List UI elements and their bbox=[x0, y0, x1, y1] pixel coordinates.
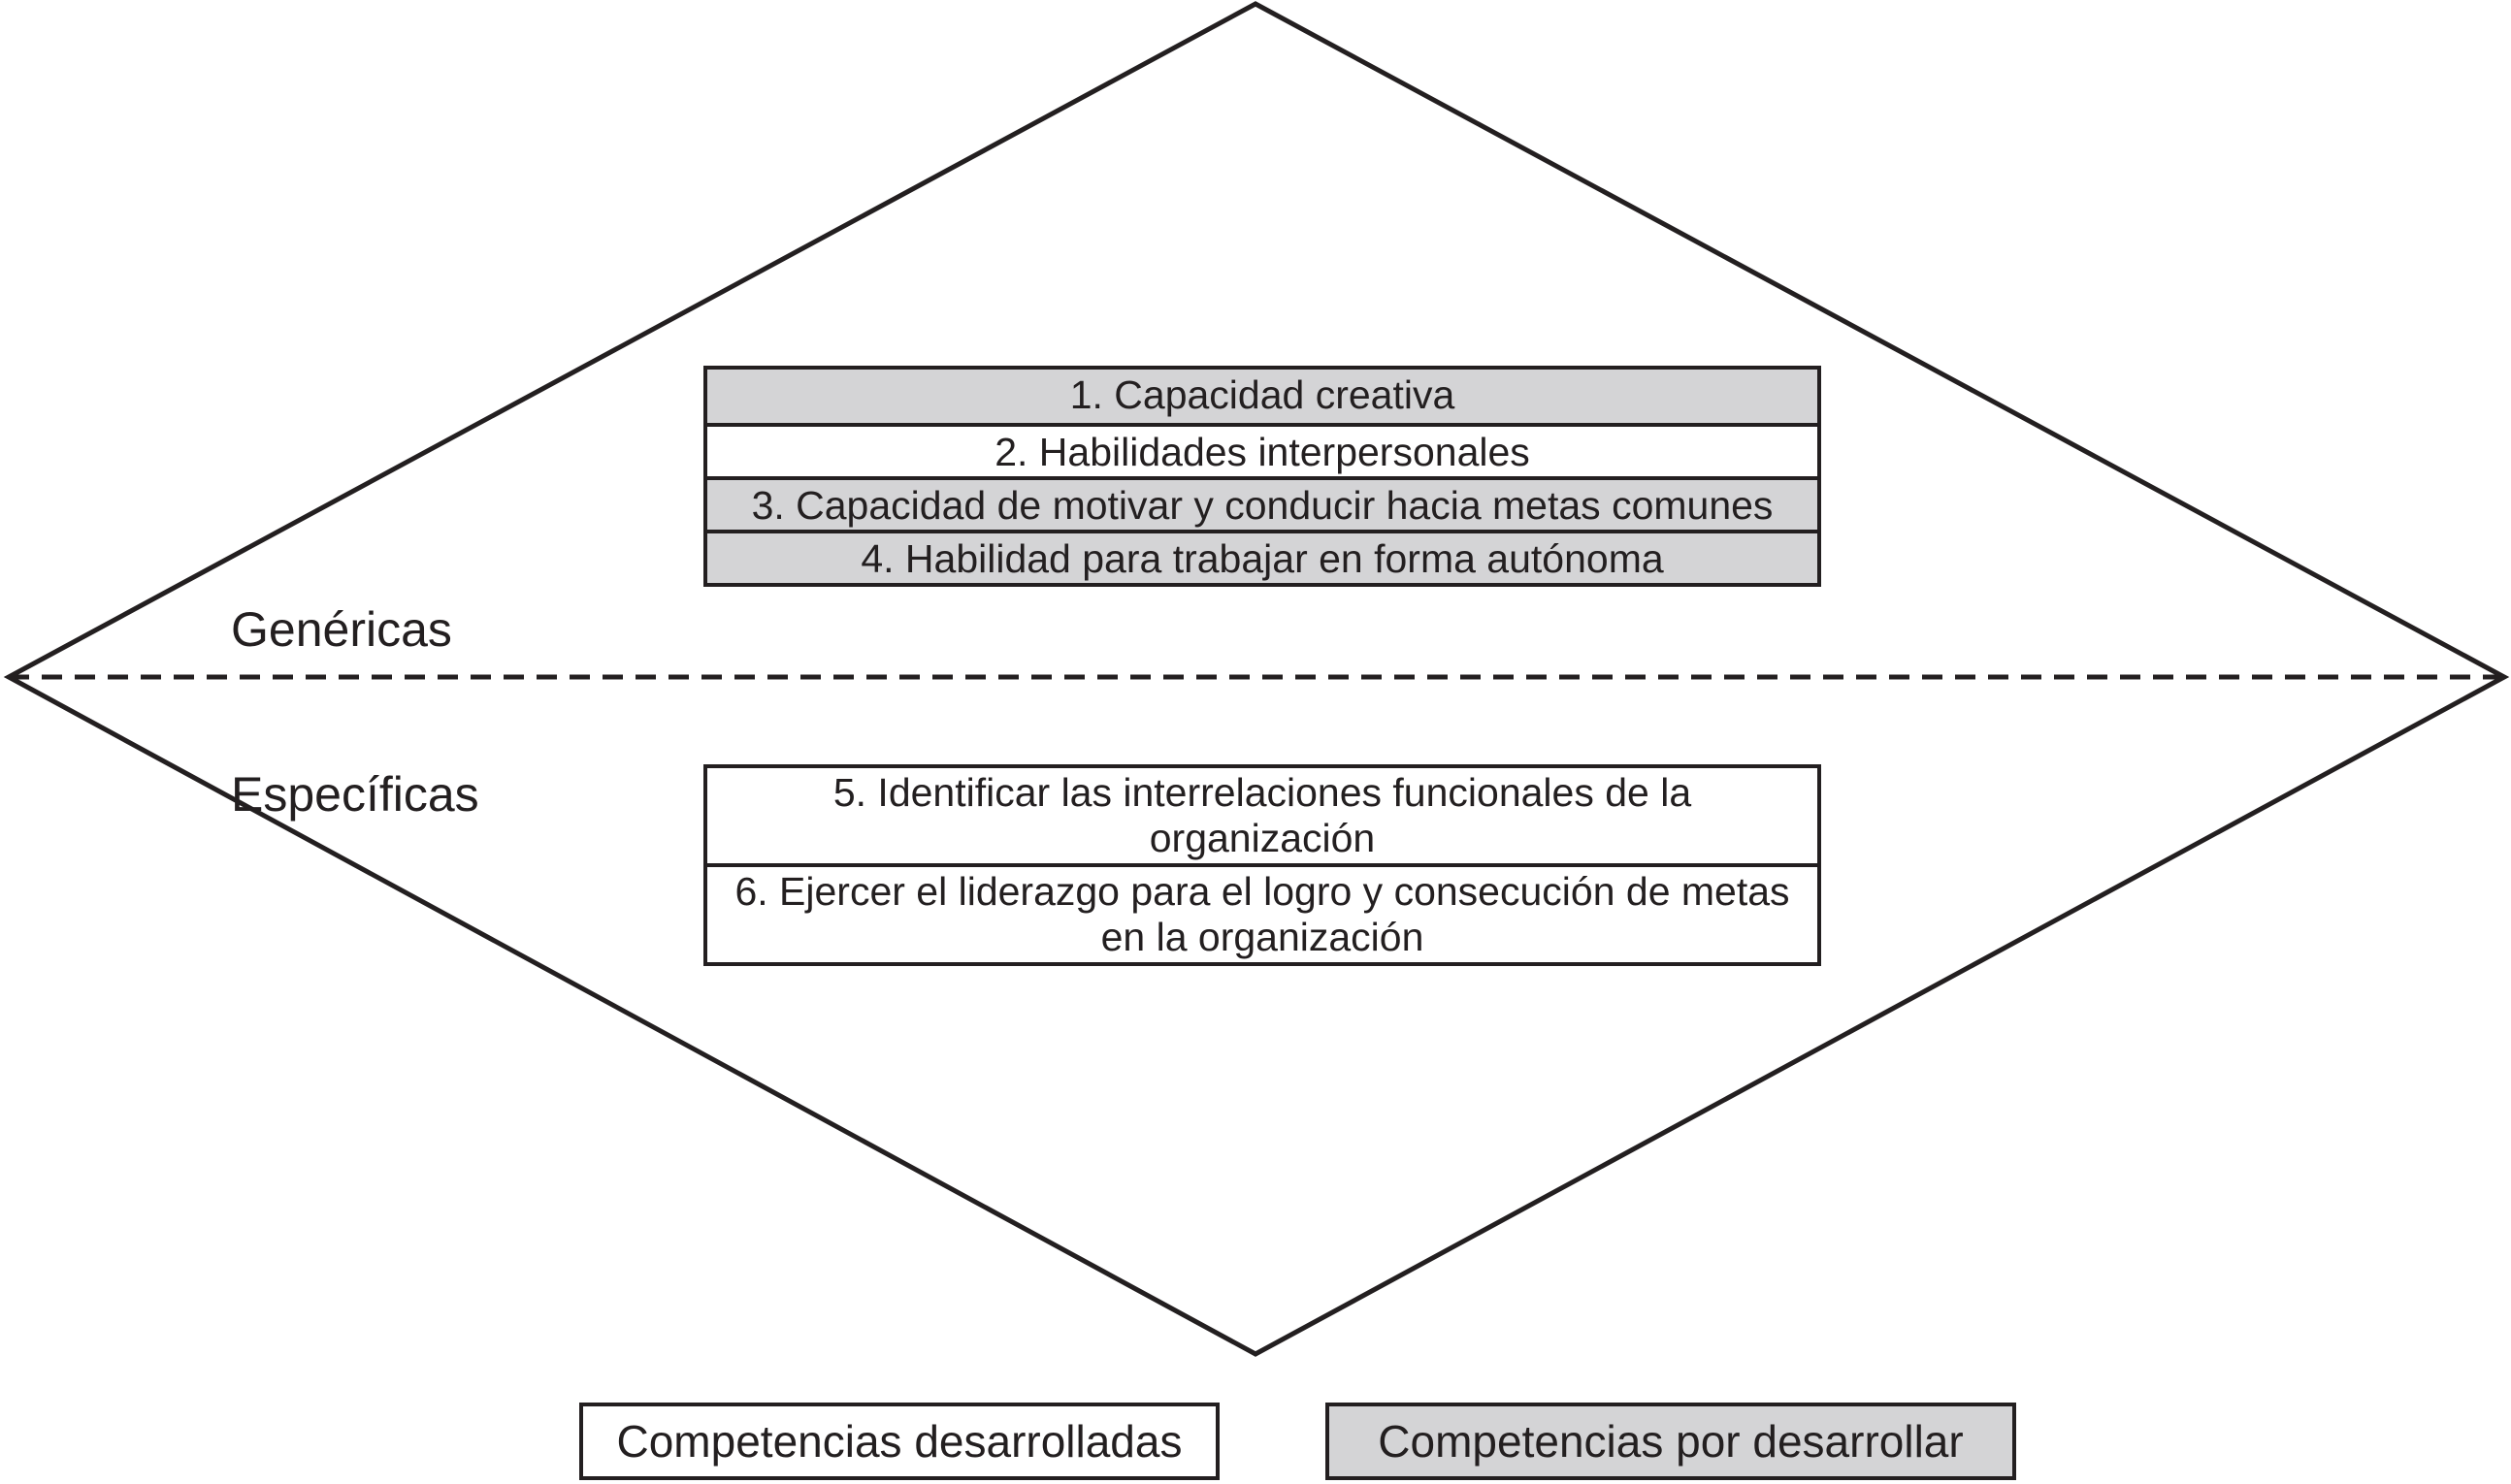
competency-row-3: 3. Capacidad de motivar y conducir hacia… bbox=[707, 476, 1817, 530]
generic-half-label: Genéricas bbox=[231, 602, 452, 657]
competency-row-6: 6. Ejercer el liderazgo para el logro y … bbox=[707, 863, 1817, 962]
competency-row-1: 1. Capacidad creativa bbox=[707, 370, 1817, 423]
generic-competencies-table: 1. Capacidad creativa 2. Habilidades int… bbox=[703, 366, 1821, 587]
specific-half-label: Específicas bbox=[231, 767, 479, 822]
competency-row-5: 5. Identificar las interrelaciones funci… bbox=[707, 768, 1817, 863]
competency-row-2: 2. Habilidades interpersonales bbox=[707, 423, 1817, 476]
legend-developed-box: Competencias desarrolladas bbox=[579, 1403, 1220, 1480]
diamond-outline bbox=[3, 1, 2510, 1357]
competency-row-4: 4. Habilidad para trabajar en forma autó… bbox=[707, 530, 1817, 583]
specific-competencies-table: 5. Identificar las interrelaciones funci… bbox=[703, 764, 1821, 966]
legend-to-develop-box: Competencias por desarrollar bbox=[1325, 1403, 2016, 1480]
